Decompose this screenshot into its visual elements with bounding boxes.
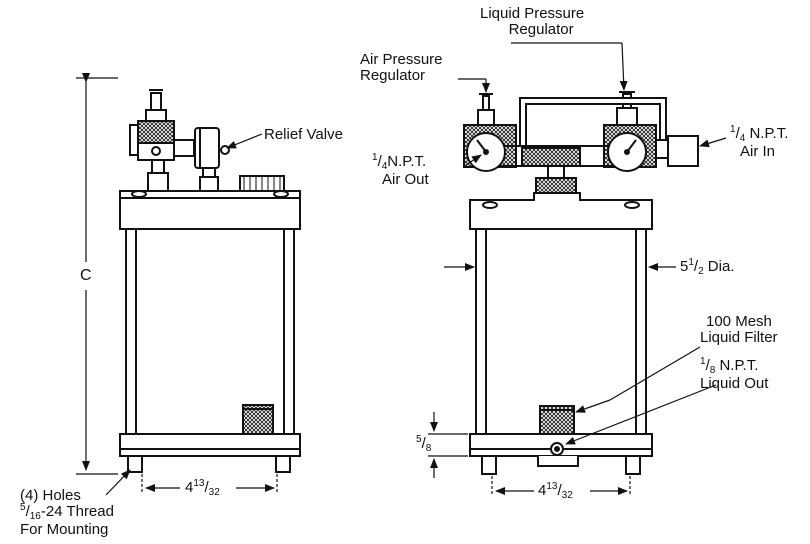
- mounting-holes-label: (4) Holes 5/16-24 Thread For Mounting: [20, 487, 114, 538]
- liquid-out-label: 1/8 N.P.T. Liquid Out: [700, 356, 769, 392]
- left-bolt-spacing-label: 413/32: [185, 478, 220, 498]
- left-bottom-plate: [119, 433, 301, 457]
- left-tie-rod: [283, 228, 295, 435]
- dimension-c: [76, 73, 118, 475]
- liquid-pressure-regulator-label: Liquid Pressure Regulator: [480, 5, 585, 38]
- base-height-label: 5/8: [416, 434, 432, 454]
- left-tie-rod: [125, 228, 137, 435]
- air-pressure-regulator-label: Air Pressure Regulator: [360, 51, 443, 84]
- right-pressure-tank: [463, 91, 699, 475]
- left-pressure-tank: [119, 89, 301, 473]
- left-regulator-knob: [137, 120, 175, 144]
- air-in-label: 1/4 N.P.T. Air In: [730, 124, 789, 160]
- dimension-c-label: C: [80, 267, 92, 284]
- left-bolt-spacing-dimension: [105, 469, 278, 496]
- relief-valve: [194, 127, 220, 169]
- filter-label: 100 Mesh Liquid Filter: [700, 313, 778, 346]
- right-tie-rod: [475, 228, 487, 435]
- air-in-fitting: [667, 135, 699, 167]
- right-tie-rod: [635, 228, 647, 435]
- right-top-plate: [469, 192, 653, 230]
- right-bolt-spacing-label: 413/32: [538, 481, 573, 501]
- air-out-label: 1/4N.P.T. Air Out: [372, 152, 429, 188]
- relief-valve-label: Relief Valve: [264, 126, 343, 143]
- left-top-plate: [119, 190, 301, 230]
- diameter-label: 51/2 Dia.: [680, 257, 735, 277]
